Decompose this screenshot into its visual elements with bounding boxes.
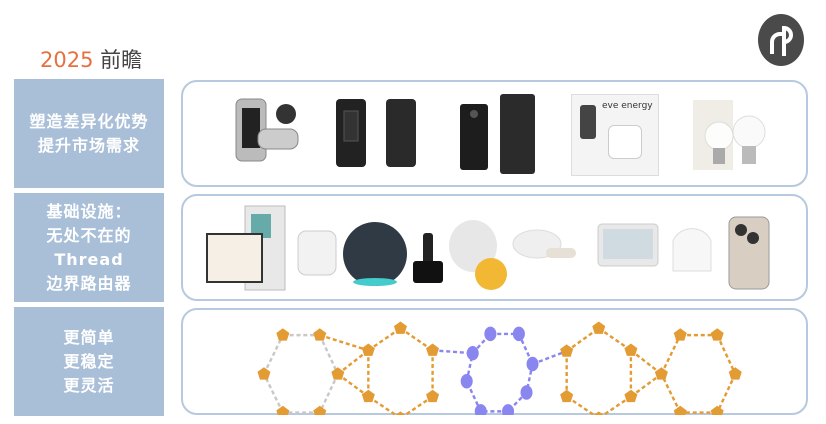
router-node xyxy=(624,343,638,356)
mesh-link xyxy=(716,373,737,414)
router-node xyxy=(593,411,604,415)
nest-hub-image xyxy=(597,223,659,267)
router-node xyxy=(313,328,327,341)
label-benefits: 更简单更稳定更灵活 xyxy=(14,307,164,416)
router-node xyxy=(710,328,724,341)
thread-mesh-diagram xyxy=(257,321,742,415)
smart-lock-silver-image xyxy=(235,98,299,162)
router-node xyxy=(673,328,687,341)
router-node xyxy=(710,405,724,415)
smart-bulbs-image xyxy=(693,100,766,170)
eve-energy-image: eve energy xyxy=(571,94,659,176)
mesh-network-panel xyxy=(181,308,808,415)
mesh-link xyxy=(262,334,284,375)
router-node xyxy=(393,321,407,334)
mesh-link xyxy=(262,373,284,414)
mesh-link xyxy=(432,349,473,355)
smart-lock-black-image xyxy=(336,99,416,167)
router-node xyxy=(276,405,290,415)
mesh-link xyxy=(319,333,369,352)
end-device-node xyxy=(474,404,487,415)
router-node xyxy=(654,367,668,380)
end-device-node xyxy=(526,356,539,372)
iphone-image xyxy=(728,216,770,290)
router-node xyxy=(728,367,742,380)
products-panel-1: eve energy xyxy=(181,80,808,187)
end-device-node xyxy=(484,326,497,342)
mesh-link xyxy=(318,373,339,414)
end-device-node xyxy=(460,374,473,389)
mesh-link xyxy=(565,327,600,353)
router-node xyxy=(560,389,574,403)
video-lock-image xyxy=(460,94,535,174)
nest-wifi-image xyxy=(672,228,712,272)
router-node xyxy=(331,367,345,380)
mesh-link xyxy=(318,334,339,375)
apple-tv-image xyxy=(413,233,443,283)
router-node xyxy=(313,405,327,415)
router-node xyxy=(276,328,290,341)
router-node xyxy=(592,321,606,334)
router-node xyxy=(673,405,687,415)
end-device-node xyxy=(466,345,479,361)
mesh-link xyxy=(532,350,568,366)
end-device-node xyxy=(512,326,525,342)
tv-fridge-image xyxy=(206,205,286,291)
end-device-node xyxy=(502,404,515,415)
chromecast-image xyxy=(512,229,576,259)
router-node xyxy=(395,411,406,415)
router-node xyxy=(257,367,271,380)
router-node xyxy=(624,389,638,403)
router-node xyxy=(361,389,375,403)
router-node xyxy=(426,389,440,403)
router-node xyxy=(426,343,440,356)
mesh-link xyxy=(660,334,682,375)
company-logo xyxy=(758,14,804,66)
echo-speaker-image xyxy=(343,222,407,286)
end-device-node xyxy=(520,385,533,400)
products-panel-2 xyxy=(181,194,808,301)
eero-router-image xyxy=(297,230,337,276)
mesh-link xyxy=(716,334,737,375)
router-node xyxy=(560,344,574,357)
router-node xyxy=(361,343,375,356)
homepod-mini-image xyxy=(449,220,507,290)
mesh-link xyxy=(660,373,682,414)
page-title: 2025 前瞻 xyxy=(40,48,143,72)
label-differentiation: 塑造差异化优势提升市场需求 xyxy=(14,79,164,188)
